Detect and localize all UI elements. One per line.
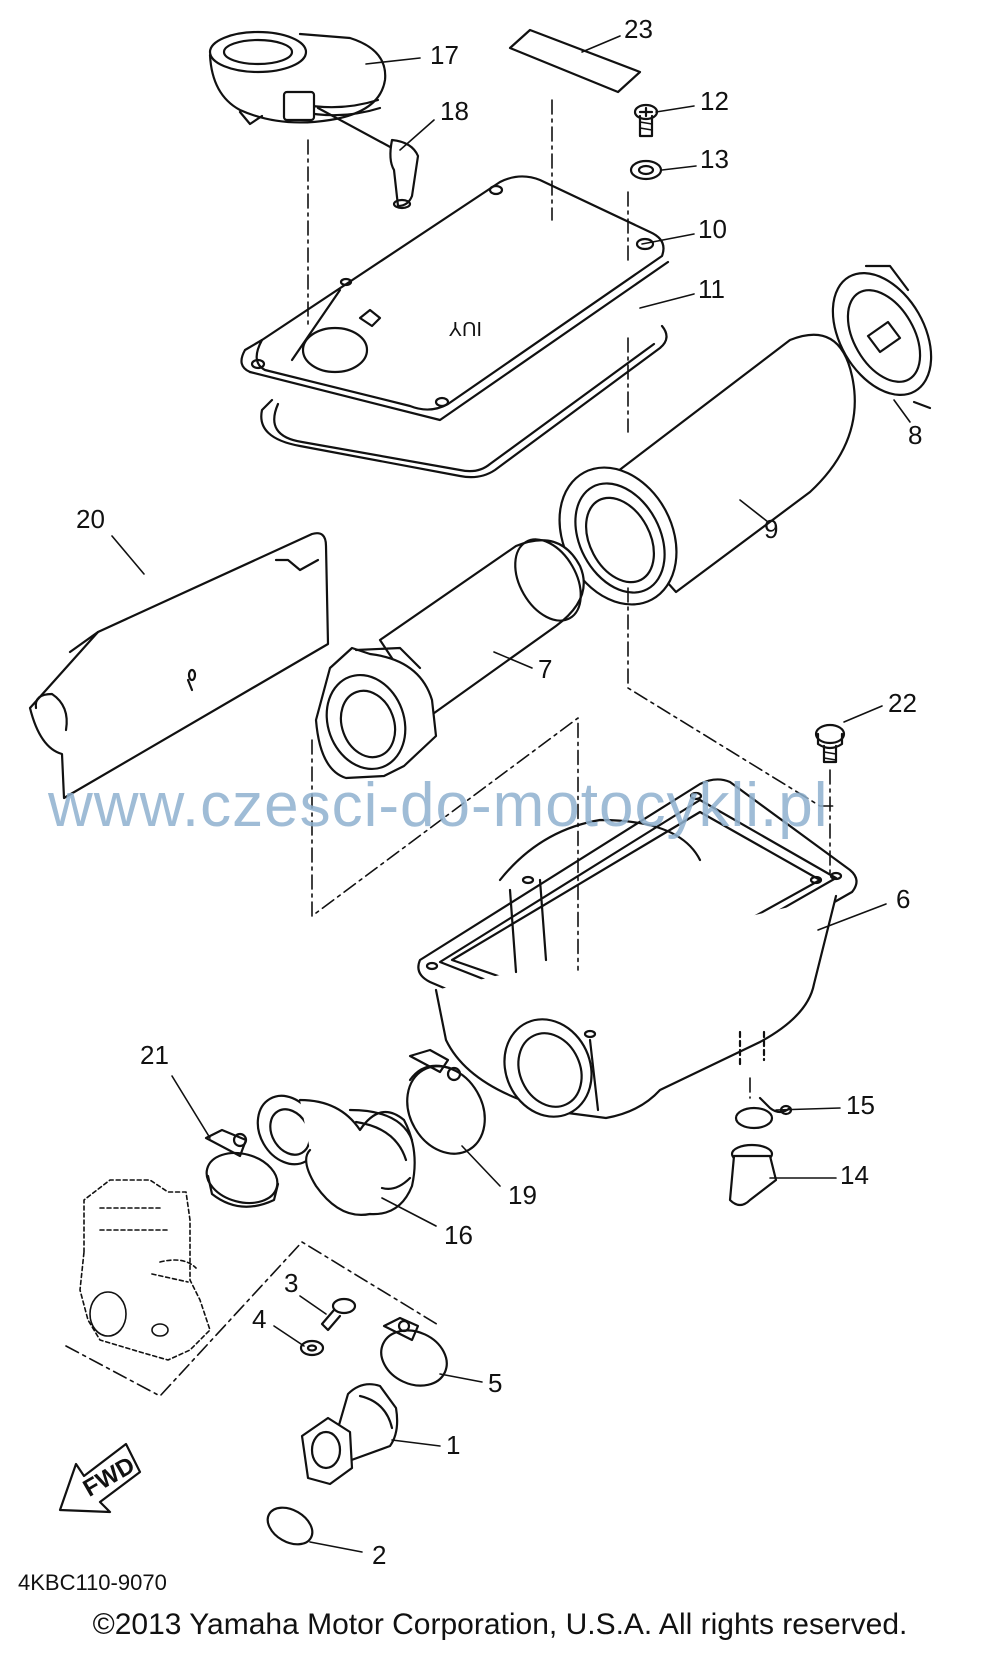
part-2-o-ring	[266, 1506, 314, 1546]
label-14: 14	[840, 1160, 869, 1190]
engine-outline	[79, 1179, 211, 1361]
label-16: 16	[444, 1220, 473, 1250]
part-14-drain-cap	[728, 1143, 778, 1207]
part-18-hose-fitting	[316, 106, 420, 210]
label-17: 17	[430, 40, 459, 70]
label-5: 5	[488, 1368, 502, 1398]
part-1-carburetor-joint	[300, 1383, 399, 1486]
part-17-intake-duct	[208, 30, 387, 126]
part-7-intake-tube	[314, 538, 585, 780]
cover-marking-text: IUY	[449, 317, 482, 339]
part-number-labels: 17 18 23 12 13 10 11 8 9 20 7 22 6 15 14…	[76, 14, 922, 1570]
part-23-label	[508, 28, 642, 94]
part-12-screw	[633, 103, 659, 138]
label-2: 2	[372, 1540, 386, 1570]
part-11-gasket	[260, 324, 668, 479]
fwd-arrow: FWD	[58, 1442, 142, 1514]
part-8-end-cap	[831, 264, 933, 410]
part-21-clamp	[204, 1128, 280, 1208]
label-23: 23	[624, 14, 653, 44]
label-9: 9	[764, 514, 778, 544]
part-3-bolt	[320, 1297, 357, 1332]
part-13-washer	[629, 159, 663, 181]
watermark-text: www.czesci-do-motocykli.pl	[48, 771, 829, 840]
label-18: 18	[440, 96, 469, 126]
label-21: 21	[140, 1040, 169, 1070]
label-7: 7	[538, 654, 552, 684]
assembly-lines	[65, 99, 835, 1397]
part-4-washer	[299, 1339, 325, 1357]
label-15: 15	[846, 1090, 875, 1120]
part-6-airbox-case	[417, 778, 858, 1120]
part-15-clip	[734, 1096, 793, 1130]
part-22-bolt	[814, 723, 846, 764]
label-22: 22	[888, 688, 917, 718]
leader-lines	[111, 35, 911, 1553]
part-code: 4KBC110-9070	[18, 1570, 167, 1595]
part-16-joint-boot	[256, 1094, 416, 1216]
part-10-airbox-cover: IUY	[240, 175, 670, 422]
label-13: 13	[700, 144, 729, 174]
label-8: 8	[908, 420, 922, 450]
label-20: 20	[76, 504, 105, 534]
part-19-clamp	[406, 1048, 486, 1155]
copyright-notice: ©2013 Yamaha Motor Corporation, U.S.A. A…	[92, 1608, 908, 1641]
label-12: 12	[700, 86, 729, 116]
label-4: 4	[252, 1304, 266, 1334]
label-19: 19	[508, 1180, 537, 1210]
part-20-plate	[28, 532, 330, 800]
label-3: 3	[284, 1268, 298, 1298]
part-5-clamp	[380, 1316, 448, 1387]
label-10: 10	[698, 214, 727, 244]
label-6: 6	[896, 884, 910, 914]
label-11: 11	[698, 274, 725, 304]
label-1: 1	[446, 1430, 460, 1460]
